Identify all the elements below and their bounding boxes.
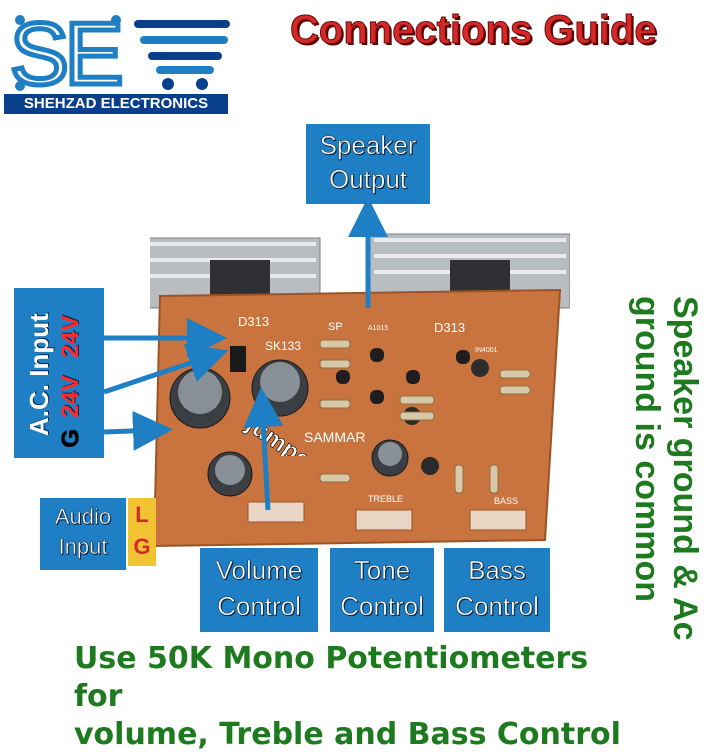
audio-input-label: Audio Input [40,498,126,570]
jumper-text: jumper [241,410,324,456]
bass-control-line1: Bass [468,555,526,586]
volume-control-label: Volume Control [200,548,318,632]
brand-name: SHEHZAD ELECTRONICS [4,94,228,114]
ac-input-v1: 24V [57,375,84,418]
side-note-line2: ground is common [628,296,666,602]
ac-input-title: A.C. Input [24,313,54,436]
board-label-in4001: IN4001 [475,347,498,354]
side-note-line1: Speaker ground & Ac [666,296,704,640]
board-label-d313-left: D313 [238,314,269,329]
bottom-note-line2: volume, Treble and Bass Control [74,717,621,752]
brand-logo: SE [8,4,127,96]
board-label-sk: SK133 [265,339,301,353]
volume-control-line1: Volume [215,555,303,586]
audio-input-line2: Input [58,534,108,560]
amplifier-board-image: D313 D313 SK133 SP SAMMAR TREBLE BASS A1… [150,233,570,548]
board-label-bass: BASS [494,496,518,506]
board-label-sp: SP [328,321,343,333]
audio-l: L [135,502,149,527]
bass-control-label: Bass Control [444,548,550,632]
board-label-sammar: SAMMAR [304,429,365,445]
bottom-note: Use 50K Mono Potentiometers for volume, … [74,640,634,754]
ac-input-v2: 24V [57,315,84,358]
volume-control-line2: Control [217,591,301,622]
brand-lines-icon [134,20,230,90]
ac-input-label: A.C. Input 24V 24V G [14,288,104,458]
speaker-output-line1: Speaker [319,130,417,161]
ac-input-text: A.C. Input 24V 24V G [24,313,84,448]
tone-control-label: Tone Control [330,548,434,632]
brand-monogram: SE [10,4,120,96]
audio-input-line1: Audio [54,504,112,530]
board-label-a1015: A1015 [368,325,388,332]
audio-lg-strip: L G [128,498,156,566]
page-title: Connections Guide [290,8,658,53]
tone-control-line2: Control [340,591,424,622]
side-note: Speaker ground & Ac ground is common [628,296,704,640]
jumper-label: jumper [240,410,324,456]
audio-g: G [133,534,151,559]
ac-input-g: G [57,429,84,448]
bass-control-line2: Control [455,591,539,622]
speaker-output-label: Speaker Output [306,124,430,204]
board-label-d313-right: D313 [434,320,465,335]
board-label-treble: TREBLE [368,494,403,504]
tone-control-line1: Tone [353,555,411,586]
bottom-note-line1: Use 50K Mono Potentiometers for [74,641,589,714]
speaker-output-line2: Output [328,164,408,195]
